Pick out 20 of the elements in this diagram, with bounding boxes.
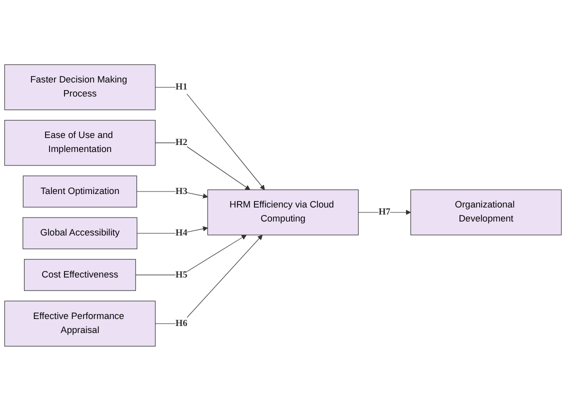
arrow	[154, 234, 263, 324]
edge-label: H6	[176, 318, 188, 328]
node-box: Organizational Development	[410, 189, 562, 235]
arrow	[136, 190, 208, 198]
edge-label: H5	[176, 269, 188, 280]
node-box: Effective Performance Appraisal	[4, 300, 156, 346]
node-box: HRM Efficiency via Cloud Computing	[207, 189, 359, 235]
node-box: Global Accessibility	[22, 216, 138, 249]
edge-label: H4	[176, 228, 188, 238]
node-box: Talent Optimization	[22, 175, 138, 208]
arrow	[154, 86, 265, 190]
node-box: Faster Decision Making Process	[4, 64, 156, 110]
edge-label: H2	[176, 137, 188, 148]
arrow	[154, 142, 250, 190]
node-box: Ease of Use and Implementation	[4, 120, 156, 166]
arrow	[135, 234, 247, 275]
edge-label: H3	[176, 186, 188, 196]
edge-label: H1	[176, 82, 188, 92]
edge-label: H7	[378, 206, 390, 217]
node-box: Cost Effectiveness	[24, 258, 136, 290]
